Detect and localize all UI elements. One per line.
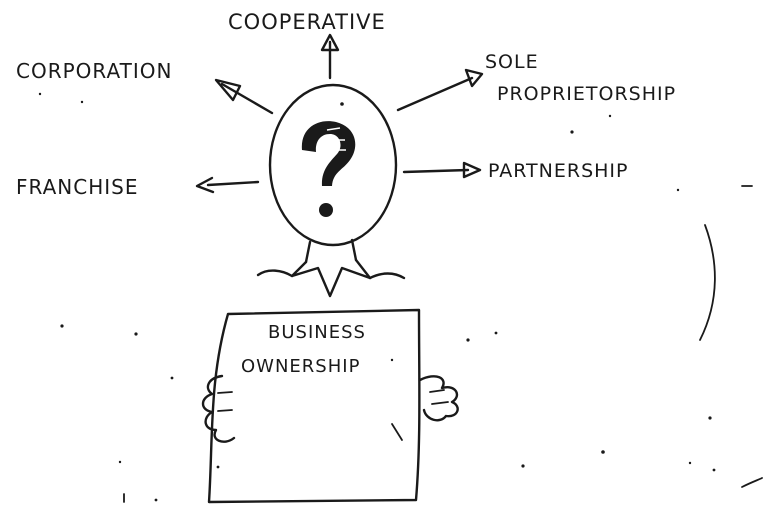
label-cooperative: COOPERATIVE — [228, 10, 386, 34]
arrow-to-sole-proprietorship — [396, 68, 484, 112]
sign-text-business: BUSINESS — [268, 322, 366, 343]
label-partnership: PARTNERSHIP — [488, 160, 629, 182]
sign-text-ownership: OWNERSHIP — [241, 356, 360, 377]
label-sole: SOLE — [485, 51, 539, 73]
sketch-marks — [38, 92, 763, 503]
label-corporation: CORPORATION — [16, 59, 172, 83]
left-hand — [201, 374, 236, 443]
question-mark-icon — [301, 121, 356, 217]
arrow-to-cooperative — [320, 33, 340, 80]
label-franchise: FRANCHISE — [16, 175, 138, 199]
right-hand — [418, 375, 459, 422]
arrow-to-partnership — [402, 161, 482, 179]
neck-and-collar — [256, 238, 406, 298]
label-proprietorship: PROPRIETORSHIP — [497, 83, 676, 105]
arrow-to-franchise — [195, 176, 260, 194]
head-outline — [268, 83, 398, 247]
arrow-to-corporation — [214, 78, 274, 115]
